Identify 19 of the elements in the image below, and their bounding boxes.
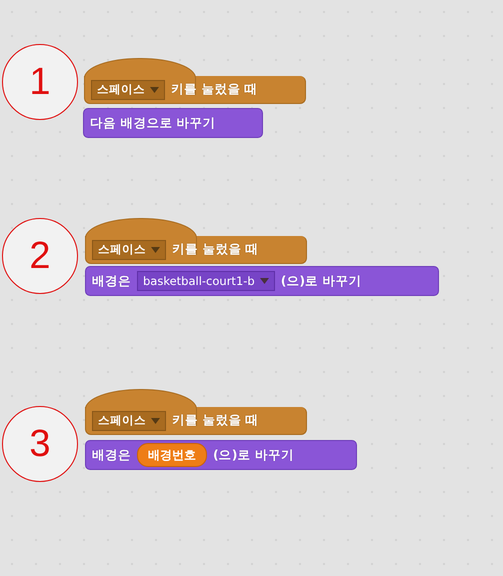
block-label: 배경은 <box>92 272 131 290</box>
dropdown-menu: 스페이스 <box>91 80 165 100</box>
step-number-circle: 2 <box>2 218 78 294</box>
dropdown-menu: basketball-court1-b <box>137 271 275 291</box>
looks-command-block <box>85 440 357 470</box>
variable-reporter: 배경번호 <box>137 443 207 467</box>
block-label: 키를 눌렀을 때 <box>172 241 259 258</box>
block-label: (으)로 바꾸기 <box>213 446 294 464</box>
block-label: (으)로 바꾸기 <box>280 272 362 290</box>
looks-command-block <box>85 266 439 296</box>
dropdown-menu: 스페이스 <box>92 410 166 430</box>
block-label: 다음 배경으로 바꾸기 <box>90 114 216 132</box>
block-label: 키를 눌렀을 때 <box>171 81 258 98</box>
step-number-circle: 3 <box>2 406 78 482</box>
step-number-circle: 1 <box>2 44 78 120</box>
looks-command-block <box>83 108 263 138</box>
dropdown-menu: 스페이스 <box>92 240 166 260</box>
block-label: 배경은 <box>92 446 131 464</box>
block-label: 키를 눌렀을 때 <box>172 412 259 429</box>
